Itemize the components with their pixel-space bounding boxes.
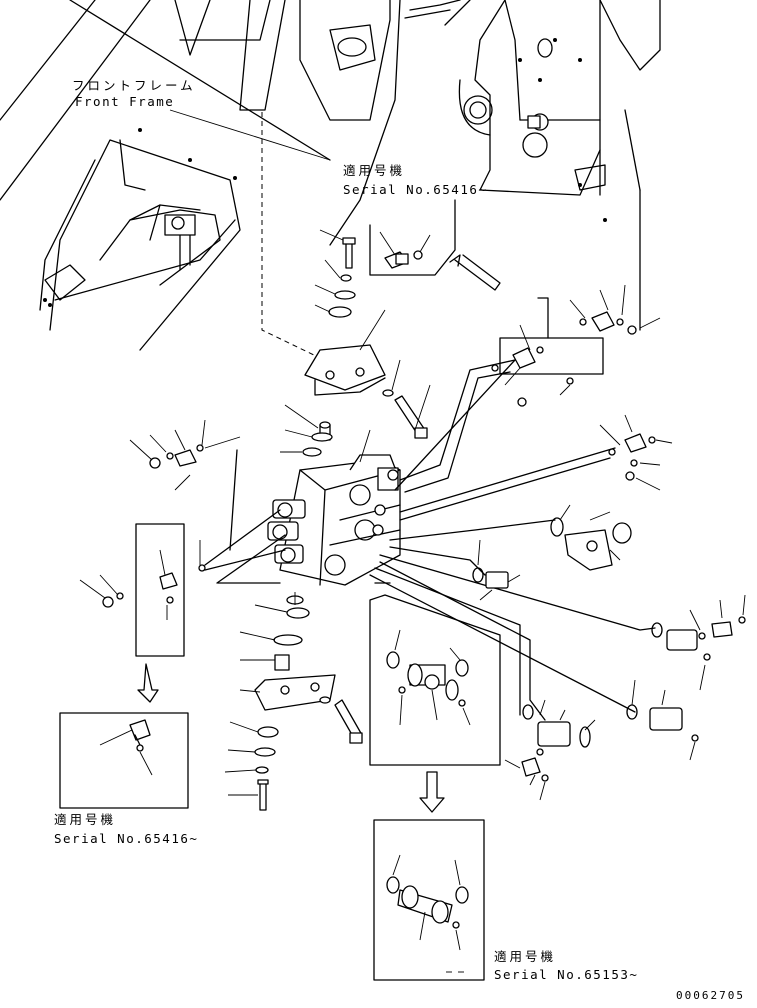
serial-label-bottom-jp: 適用号機 xyxy=(494,949,557,964)
front-frame xyxy=(0,0,471,351)
right-fittings-top xyxy=(472,284,673,601)
serial-label-top-jp: 適用号機 xyxy=(343,163,406,178)
serial-label-bottom: Serial No.65153~ xyxy=(494,967,639,982)
front-frame-label-jp: フロントフレーム xyxy=(72,78,196,93)
arrow-down-icon xyxy=(419,771,445,813)
serial-label-left: Serial No.65416~ xyxy=(54,831,199,846)
left-fittings xyxy=(59,419,286,809)
front-frame-label: Front Frame xyxy=(75,94,175,109)
right-frame xyxy=(458,0,661,331)
bottom-inset xyxy=(373,819,485,981)
serial-label-top: Serial No.65416~ xyxy=(343,182,488,197)
hydraulic-tubes xyxy=(369,359,656,721)
top-fasteners xyxy=(280,229,431,457)
serial-label-left-jp: 適用号機 xyxy=(54,812,117,827)
arrow-up-right-icon xyxy=(449,254,501,291)
top-inset xyxy=(369,199,501,291)
arrow-down-icon xyxy=(137,663,159,703)
right-fittings-lower xyxy=(504,594,746,801)
bottom-fasteners xyxy=(224,592,363,811)
middle-inset xyxy=(369,594,501,813)
drawing-number: 00062705 xyxy=(676,989,745,1002)
